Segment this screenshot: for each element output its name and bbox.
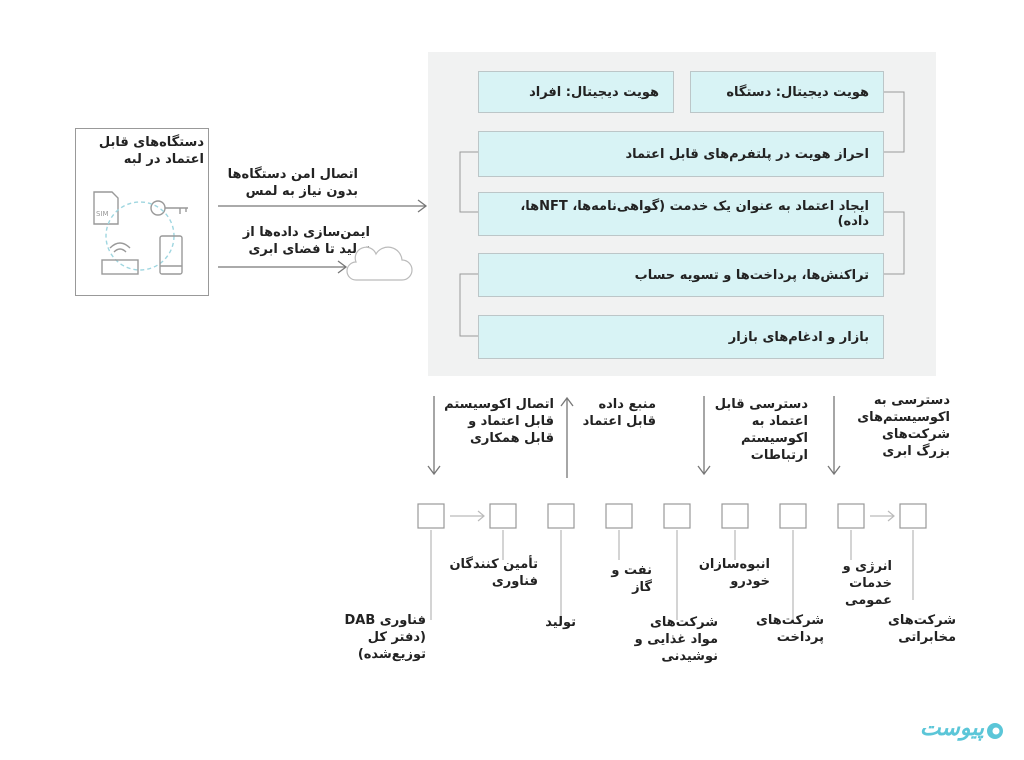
industry-food: شرکت‌های مواد غذایی و نوشیدنی bbox=[634, 615, 718, 664]
panel-connectors bbox=[459, 91, 905, 337]
brand-logo-text: پیوست bbox=[919, 716, 984, 741]
transactions-label: تراکنش‌ها، پرداخت‌ها و تسویه حساب bbox=[634, 267, 869, 283]
transactions-box: تراکنش‌ها، پرداخت‌ها و تسویه حساب bbox=[478, 253, 884, 297]
industry-dab: فناوری DAB (دفتر کل توزیع‌شده) bbox=[344, 613, 426, 662]
sim-icon bbox=[93, 191, 119, 225]
vertical-arrows bbox=[427, 396, 841, 478]
people-identity-label: هویت دیجیتال: افراد bbox=[529, 84, 659, 100]
ecosystem-connect-label: اتصال اکوسیستم قابل اعتماد و قابل همکاری bbox=[444, 397, 554, 446]
cloud-access-label: دسترسی به اکوسیستم‌های شرکت‌های بزرگ ابر… bbox=[857, 393, 950, 459]
industry-automakers: انبوه‌سازان خودرو bbox=[698, 557, 770, 589]
device-illustration: SIM bbox=[93, 191, 188, 275]
marketplace-box: بازار و ادغام‌های بازار bbox=[478, 315, 884, 359]
marketplace-label: بازار و ادغام‌های بازار bbox=[728, 329, 869, 345]
industry-energy: انرژی و خدمات عمومی bbox=[842, 559, 892, 608]
trust-service-box: ایجاد اعتماد به عنوان یک خدمت (گواهی‌نام… bbox=[478, 192, 884, 236]
left-arrows bbox=[218, 199, 428, 281]
industry-tech-providers: تأمین کنندگان فناوری bbox=[449, 557, 538, 589]
data-security-label: ایمن‌سازی داده‌ها از تولید تا فضای ابری bbox=[242, 225, 370, 257]
telecom-access-label: دسترسی قابل اعتماد به اکوسیستم ارتباطات bbox=[714, 397, 808, 463]
industry-telecom: شرکت‌های مخابراتی bbox=[887, 613, 956, 645]
secure-connection-label: اتصال امن دستگاه‌ها بدون نیاز به لمس bbox=[227, 167, 358, 199]
trusted-data-label: منبع داده قابل اعتماد bbox=[582, 397, 656, 429]
platform-auth-box: احراز هویت در پلتفرم‌های قابل اعتماد bbox=[478, 131, 884, 177]
industry-oil-gas: نفت و گاز bbox=[611, 563, 652, 595]
cloud-icon bbox=[346, 246, 413, 281]
device-identity-label: هویت دیجیتال: دستگاه bbox=[726, 84, 869, 100]
industry-chain bbox=[417, 503, 927, 620]
router-icon bbox=[101, 259, 139, 275]
people-identity-box: هویت دیجیتال: افراد bbox=[478, 71, 674, 113]
key-icon bbox=[150, 200, 166, 216]
industry-payments: شرکت‌های پرداخت bbox=[755, 613, 824, 645]
trust-service-label: ایجاد اعتماد به عنوان یک خدمت (گواهی‌نام… bbox=[520, 199, 869, 229]
brand-logo-icon bbox=[987, 723, 1003, 739]
edge-devices-title: دستگاه‌های قابل اعتماد در لبه bbox=[98, 135, 204, 167]
phone-icon bbox=[159, 235, 183, 275]
sim-label: SIM bbox=[96, 210, 109, 218]
industry-manufacturing: تولید bbox=[545, 615, 576, 630]
platform-auth-label: احراز هویت در پلتفرم‌های قابل اعتماد bbox=[625, 146, 869, 162]
device-identity-box: هویت دیجیتال: دستگاه bbox=[690, 71, 884, 113]
